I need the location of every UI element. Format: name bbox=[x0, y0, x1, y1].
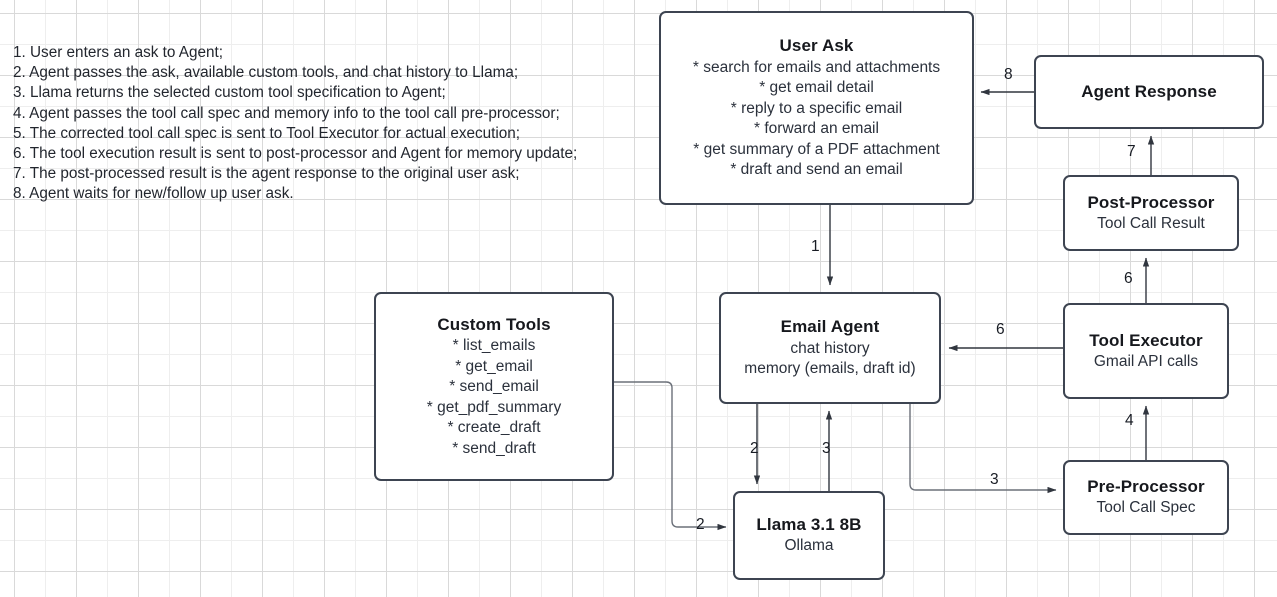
edge-label-3: 3 bbox=[822, 440, 831, 457]
node-user-ask-bullets: * search for emails and attachments * ge… bbox=[693, 58, 940, 181]
legend-line-8: 8. Agent waits for new/follow up user as… bbox=[13, 185, 294, 203]
node-agent-response-title: Agent Response bbox=[1081, 81, 1217, 101]
user-ask-bullet-1: * search for emails and attachments bbox=[692, 58, 941, 76]
legend-line-6: 6. The tool execution result is sent to … bbox=[13, 145, 578, 163]
custom-tools-bullet-4: * get_pdf_summary bbox=[426, 398, 562, 416]
node-llama[interactable]: Llama 3.1 8B Ollama bbox=[733, 491, 885, 580]
node-post-processor-title: Post-Processor bbox=[1087, 192, 1215, 212]
custom-tools-bullet-3: * send_email bbox=[449, 378, 539, 396]
custom-tools-bullet-2: * get_email bbox=[455, 357, 533, 375]
node-pre-processor-title: Pre-Processor bbox=[1087, 477, 1205, 497]
node-email-agent-chat-history: chat history bbox=[790, 339, 870, 357]
node-custom-tools[interactable]: Custom Tools * list_emails * get_email *… bbox=[374, 292, 614, 481]
node-tool-executor-subtitle: Gmail API calls bbox=[1093, 352, 1199, 370]
user-ask-bullet-3: * reply to a specific email bbox=[730, 99, 903, 117]
edge-label-5: 4 bbox=[1125, 412, 1134, 429]
edge-label-2b: 2 bbox=[696, 516, 705, 533]
edge-label-6b: 6 bbox=[1124, 270, 1133, 287]
node-custom-tools-title: Custom Tools bbox=[437, 314, 551, 334]
edge-label-8: 8 bbox=[1004, 66, 1013, 83]
node-agent-response[interactable]: Agent Response bbox=[1034, 55, 1264, 129]
edge-2b-path bbox=[614, 381, 727, 531]
node-tool-executor[interactable]: Tool Executor Gmail API calls bbox=[1063, 303, 1229, 399]
user-ask-bullet-4: * forward an email bbox=[754, 120, 879, 138]
custom-tools-bullet-1: * list_emails bbox=[452, 337, 536, 355]
node-user-ask[interactable]: User Ask * search for emails and attachm… bbox=[659, 11, 974, 205]
user-ask-bullet-2: * get email detail bbox=[759, 79, 874, 97]
legend-line-2: 2. Agent passes the ask, available custo… bbox=[13, 64, 519, 82]
custom-tools-bullet-5: * create_draft bbox=[447, 419, 541, 437]
legend-line-7: 7. The post-processed result is the agen… bbox=[13, 165, 520, 183]
edge-label-7: 7 bbox=[1127, 143, 1136, 160]
node-email-agent-title: Email Agent bbox=[780, 317, 880, 337]
node-post-processor-subtitle: Tool Call Result bbox=[1097, 214, 1205, 232]
node-user-ask-title: User Ask bbox=[779, 36, 854, 56]
node-pre-processor-subtitle: Tool Call Spec bbox=[1096, 499, 1196, 517]
legend-line-3: 3. Llama returns the selected custom too… bbox=[13, 84, 446, 102]
node-email-agent-memory: memory (emails, draft id) bbox=[744, 360, 916, 378]
node-llama-subtitle: Ollama bbox=[784, 537, 834, 555]
node-llama-title: Llama 3.1 8B bbox=[756, 515, 862, 535]
legend-line-5: 5. The corrected tool call spec is sent … bbox=[13, 124, 521, 142]
user-ask-bullet-5: * get summary of a PDF attachment bbox=[693, 140, 940, 158]
node-email-agent[interactable]: Email Agent chat history memory (emails,… bbox=[719, 292, 941, 404]
node-custom-tools-bullets: * list_emails * get_email * send_email *… bbox=[427, 336, 561, 459]
node-tool-executor-title: Tool Executor bbox=[1089, 330, 1203, 350]
node-post-processor[interactable]: Post-Processor Tool Call Result bbox=[1063, 175, 1239, 251]
custom-tools-bullet-6: * send_draft bbox=[452, 439, 536, 457]
edge-label-1: 1 bbox=[811, 238, 820, 255]
node-pre-processor[interactable]: Pre-Processor Tool Call Spec bbox=[1063, 460, 1229, 535]
edge-label-6a: 6 bbox=[996, 321, 1005, 338]
legend-step-list: 1. User enters an ask to Agent; 2. Agent… bbox=[13, 43, 653, 205]
edge-label-4: 3 bbox=[990, 471, 999, 488]
user-ask-bullet-6: * draft and send an email bbox=[730, 161, 903, 179]
legend-line-1: 1. User enters an ask to Agent; bbox=[13, 44, 224, 61]
edge-label-2a: 2 bbox=[750, 440, 759, 457]
legend-line-4: 4. Agent passes the tool call spec and m… bbox=[13, 104, 560, 122]
edge-4-path bbox=[909, 404, 1057, 494]
